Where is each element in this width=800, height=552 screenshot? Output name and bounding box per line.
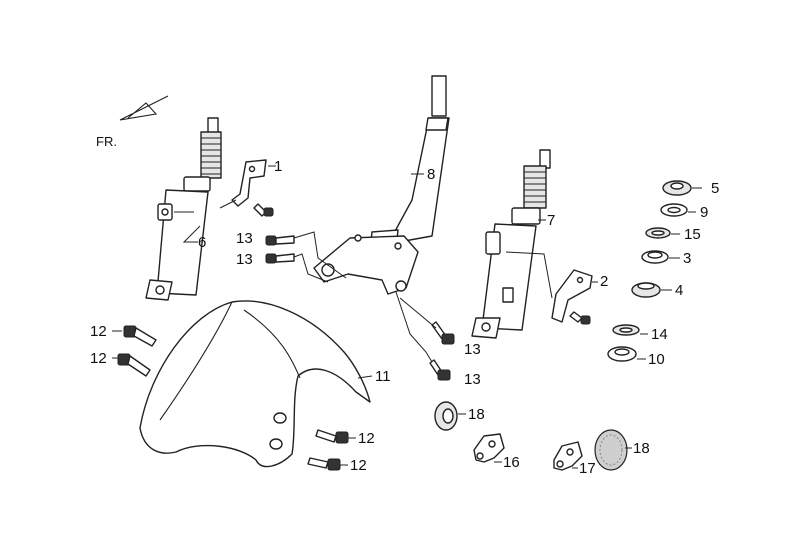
part-18-cap-left — [434, 401, 458, 431]
callout-18-a: 18 — [468, 406, 485, 423]
bolt-12-lower-right — [307, 457, 341, 471]
bolt-13-mid — [431, 321, 455, 345]
callout-6: 6 — [198, 234, 206, 251]
leader-12-right — [340, 437, 356, 466]
right-fork-leg — [471, 149, 551, 339]
callout-1: 1 — [274, 158, 282, 175]
bolt-13-upper — [265, 235, 295, 246]
steering-stem — [313, 75, 450, 295]
bolt-12-lower-left — [117, 353, 151, 377]
part-16-clip — [473, 433, 505, 463]
callout-9: 9 — [700, 204, 708, 221]
bolt-12-upper-right — [315, 429, 349, 444]
brake-hose-bracket-right — [551, 269, 593, 323]
callout-10: 10 — [648, 351, 665, 368]
part-9-washer — [660, 203, 688, 217]
bolt-small-left — [253, 203, 274, 217]
front-direction-arrow — [119, 95, 169, 121]
callout-12-d: 12 — [350, 457, 367, 474]
leader-6 — [174, 211, 201, 243]
callout-14: 14 — [651, 326, 668, 343]
part-14-ball-race — [612, 324, 640, 336]
callout-5: 5 — [711, 180, 719, 197]
callout-4: 4 — [675, 282, 683, 299]
leader-11 — [357, 375, 373, 379]
callout-7: 7 — [547, 212, 555, 229]
callout-18-b: 18 — [633, 440, 650, 457]
part-3-cone — [641, 250, 669, 264]
leader-2 — [505, 251, 598, 299]
front-direction-label: FR. — [96, 134, 117, 149]
leader-13-bottom — [395, 291, 437, 363]
callout-12-b: 12 — [90, 350, 107, 367]
part-4-cup — [631, 282, 661, 298]
brake-hose-bracket-left — [231, 159, 267, 207]
part-10-cone — [607, 346, 637, 362]
callout-3: 3 — [683, 250, 691, 267]
callout-2: 2 — [600, 273, 608, 290]
left-fork-leg — [145, 117, 222, 301]
callout-11: 11 — [375, 368, 391, 385]
leader-1 — [219, 165, 276, 209]
callout-15: 15 — [684, 226, 701, 243]
bolt-13-bottom — [429, 359, 451, 381]
callout-17: 17 — [579, 460, 596, 477]
part-5-nut — [662, 180, 692, 196]
bolt-small-right — [569, 311, 591, 325]
leader-12-left — [112, 330, 122, 359]
callout-13-c: 13 — [464, 341, 481, 358]
bolt-13-lower — [265, 253, 295, 264]
leader-13-left — [293, 231, 347, 283]
callout-13-a: 13 — [236, 230, 253, 247]
part-18-reflector-right — [594, 429, 628, 471]
front-fender — [139, 300, 371, 468]
part-17-clip — [553, 441, 583, 471]
callout-12-a: 12 — [90, 323, 107, 340]
callout-13-b: 13 — [236, 251, 253, 268]
part-15-ball-race — [645, 227, 671, 239]
callout-16: 16 — [503, 454, 520, 471]
bolt-12-upper-left — [123, 325, 157, 347]
callout-12-c: 12 — [358, 430, 375, 447]
callout-8: 8 — [427, 166, 435, 183]
callout-13-d: 13 — [464, 371, 481, 388]
